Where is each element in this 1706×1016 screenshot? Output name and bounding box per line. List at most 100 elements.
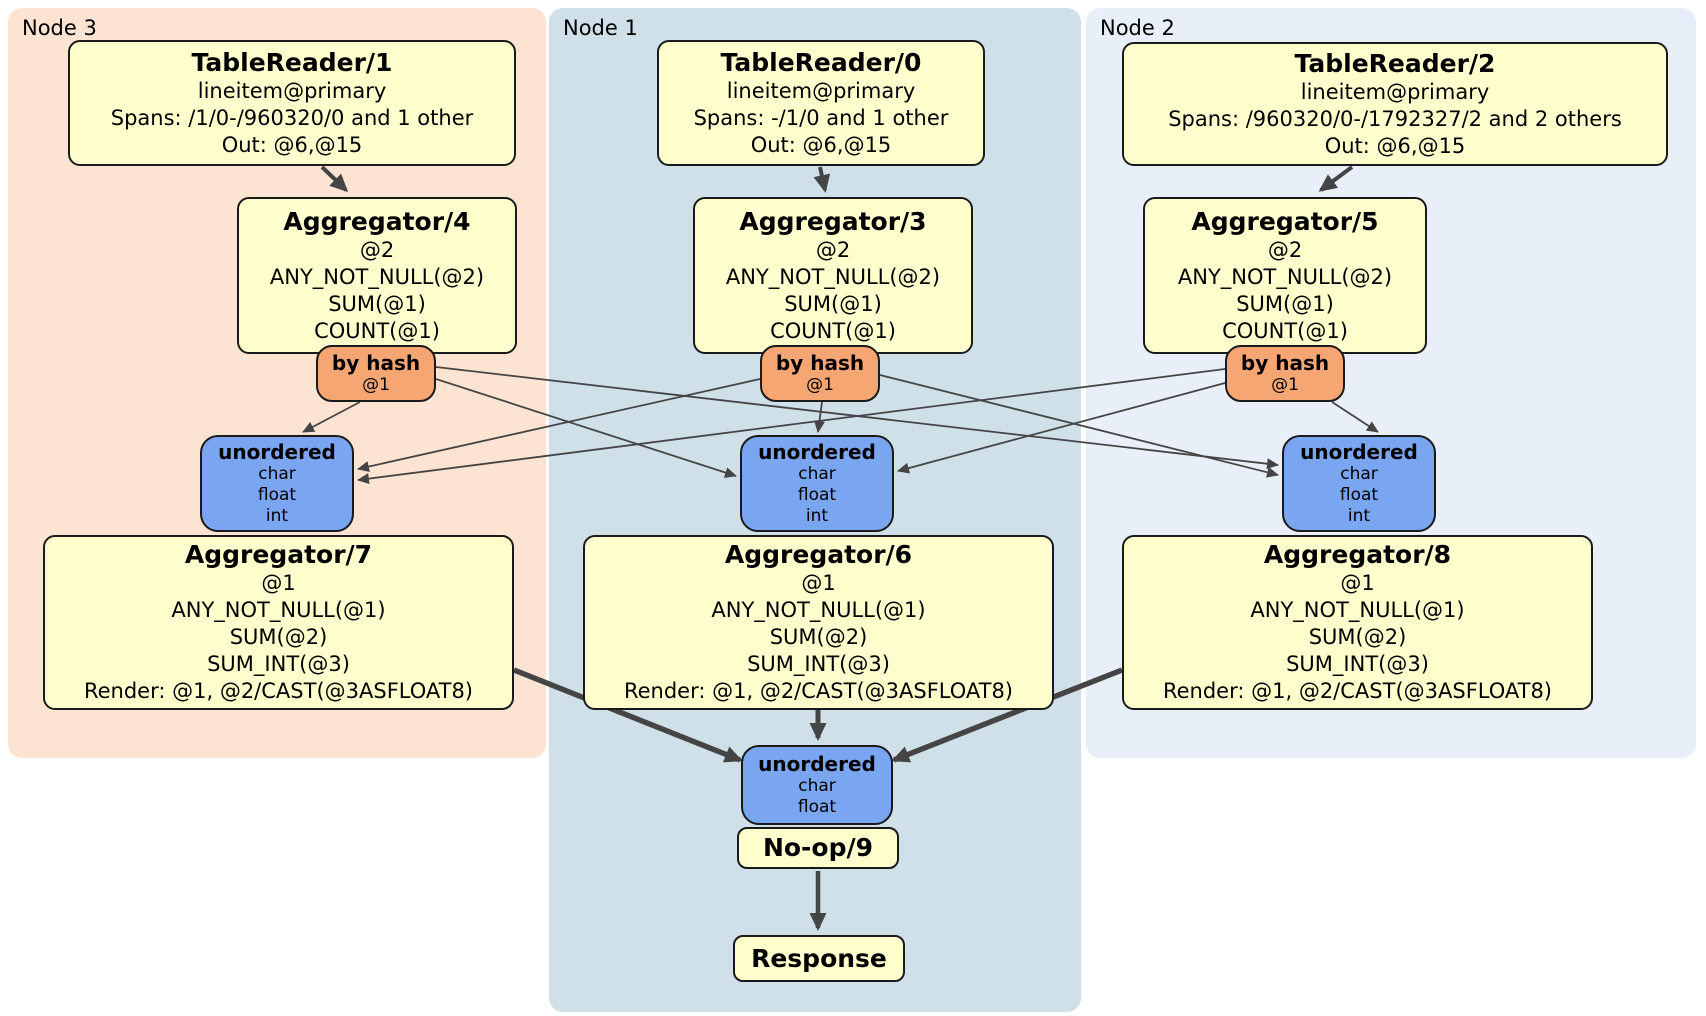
table-reader-0-box: TableReader/0 lineitem@primary Spans: -/… <box>657 40 985 166</box>
by-hash-router-title: by hash <box>1240 351 1330 375</box>
edge-tablereader0-aggregator3 <box>813 166 831 193</box>
aggregator-4-fn: SUM(@1) <box>328 291 426 316</box>
by-hash-router-title: by hash <box>775 351 865 375</box>
aggregator-3-title: Aggregator/3 <box>739 206 927 236</box>
aggregator-4-title: Aggregator/4 <box>283 206 471 236</box>
aggregator-5-title: Aggregator/5 <box>1191 206 1379 236</box>
aggregator-5-fn: SUM(@1) <box>1236 291 1334 316</box>
edge-router1-sync2 <box>879 374 1279 478</box>
response-box: Response <box>733 935 905 982</box>
table-reader-2-title: TableReader/2 <box>1294 48 1496 78</box>
aggregator-7-group: @1 <box>261 571 296 595</box>
unordered-sync-node3: unordered char float int <box>200 435 354 532</box>
table-reader-2-index: lineitem@primary <box>1300 79 1490 104</box>
aggregator-4-fn: COUNT(@1) <box>314 318 440 343</box>
table-reader-1-index: lineitem@primary <box>197 78 387 103</box>
aggregator-8-group: @1 <box>1340 571 1375 595</box>
aggregator-4-box: Aggregator/4 @2 ANY_NOT_NULL(@2) SUM(@1)… <box>237 197 517 354</box>
table-reader-0-title: TableReader/0 <box>720 47 922 77</box>
aggregator-4-group: @2 <box>359 237 395 262</box>
edge-router2-sync3 <box>357 368 1226 485</box>
noop-9-box: No-op/9 <box>737 827 899 869</box>
unordered-sync-title: unordered <box>218 440 336 464</box>
unordered-sync-node1: unordered char float int <box>740 435 894 532</box>
by-hash-router-node2: by hash @1 <box>1225 345 1345 402</box>
aggregator-6-fn: ANY_NOT_NULL(@1) <box>711 598 926 622</box>
table-reader-2-out: Out: @6,@15 <box>1324 133 1466 158</box>
aggregator-6-title: Aggregator/6 <box>724 540 913 569</box>
aggregator-7-title: Aggregator/7 <box>184 540 373 569</box>
table-reader-0-spans: Spans: -/1/0 and 1 other <box>693 105 949 130</box>
aggregator-8-title: Aggregator/8 <box>1263 540 1452 569</box>
table-reader-2-box: TableReader/2 lineitem@primary Spans: /9… <box>1122 42 1668 166</box>
unordered-sync-type: char <box>798 464 836 484</box>
table-reader-0-out: Out: @6,@15 <box>750 132 892 157</box>
aggregator-7-fn: ANY_NOT_NULL(@1) <box>171 598 386 622</box>
unordered-sync-type: float <box>797 797 837 817</box>
edge-tablereader2-aggregator5 <box>1318 165 1354 192</box>
node-1-label: Node 1 <box>563 16 638 40</box>
aggregator-7-fn: SUM_INT(@3) <box>207 652 350 676</box>
edge-router1-sync1 <box>814 401 825 433</box>
table-reader-0-index: lineitem@primary <box>726 78 916 103</box>
aggregator-3-box: Aggregator/3 @2 ANY_NOT_NULL(@2) SUM(@1)… <box>693 197 973 354</box>
by-hash-router-title: by hash <box>331 351 421 375</box>
table-reader-2-spans: Spans: /960320/0-/1792327/2 and 2 others <box>1168 106 1622 131</box>
table-reader-1-box: TableReader/1 lineitem@primary Spans: /1… <box>68 40 516 166</box>
edge-tablereader1-aggregator4 <box>320 165 349 193</box>
by-hash-router-node3: by hash @1 <box>316 345 436 402</box>
table-reader-1-spans: Spans: /1/0-/960320/0 and 1 other <box>110 105 474 130</box>
aggregator-3-fn: SUM(@1) <box>784 291 882 316</box>
by-hash-router-key: @1 <box>1271 375 1299 395</box>
node-3-label: Node 3 <box>22 16 97 40</box>
aggregator-6-fn: SUM_INT(@3) <box>747 652 890 676</box>
aggregator-8-fn: SUM(@2) <box>1308 625 1407 649</box>
response-title: Response <box>751 943 887 973</box>
aggregator-7-box: Aggregator/7 @1 ANY_NOT_NULL(@1) SUM(@2)… <box>43 535 514 710</box>
unordered-sync-type: float <box>797 485 837 505</box>
edge-aggregator8-finalsync <box>891 667 1124 763</box>
table-reader-1-out: Out: @6,@15 <box>221 132 363 157</box>
aggregator-6-box: Aggregator/6 @1 ANY_NOT_NULL(@1) SUM(@2)… <box>583 535 1054 710</box>
edge-router1-sync3 <box>357 378 761 472</box>
unordered-sync-title: unordered <box>1300 440 1418 464</box>
edge-router3-sync3 <box>302 401 361 433</box>
unordered-sync-type: int <box>805 506 829 526</box>
edge-aggregator7-finalsync <box>512 667 743 763</box>
aggregator-5-box: Aggregator/5 @2 ANY_NOT_NULL(@2) SUM(@1)… <box>1143 197 1427 354</box>
unordered-sync-type: int <box>265 506 289 526</box>
table-reader-1-title: TableReader/1 <box>191 47 393 77</box>
by-hash-router-node1: by hash @1 <box>760 345 880 402</box>
aggregator-5-fn: ANY_NOT_NULL(@2) <box>1177 264 1393 289</box>
aggregator-3-group: @2 <box>815 237 851 262</box>
aggregator-3-fn: COUNT(@1) <box>770 318 896 343</box>
noop-9-title: No-op/9 <box>762 833 874 862</box>
aggregator-7-fn: SUM(@2) <box>229 625 328 649</box>
unordered-sync-type: char <box>1340 464 1378 484</box>
aggregator-5-fn: COUNT(@1) <box>1222 318 1348 343</box>
unordered-sync-type: float <box>257 485 297 505</box>
by-hash-router-key: @1 <box>806 375 834 395</box>
edge-router2-sync2 <box>1331 401 1379 433</box>
unordered-sync-type: int <box>1347 506 1371 526</box>
unordered-sync-type: float <box>1339 485 1379 505</box>
aggregator-8-fn: ANY_NOT_NULL(@1) <box>1250 598 1465 622</box>
aggregator-6-group: @1 <box>801 571 836 595</box>
unordered-sync-node2: unordered char float int <box>1282 435 1436 532</box>
aggregator-6-render: Render: @1, @2/CAST(@3ASFLOAT8) <box>623 679 1014 703</box>
aggregator-5-group: @2 <box>1267 237 1303 262</box>
aggregator-4-fn: ANY_NOT_NULL(@2) <box>269 264 485 289</box>
aggregator-7-render: Render: @1, @2/CAST(@3ASFLOAT8) <box>83 679 474 703</box>
unordered-sync-final: unordered char float <box>741 745 893 825</box>
aggregator-6-fn: SUM(@2) <box>769 625 868 649</box>
edge-router2-sync1 <box>897 382 1226 474</box>
aggregator-3-fn: ANY_NOT_NULL(@2) <box>725 264 941 289</box>
unordered-sync-type: char <box>258 464 296 484</box>
edge-router3-sync1 <box>435 378 737 478</box>
unordered-sync-title: unordered <box>758 440 876 464</box>
by-hash-router-key: @1 <box>362 375 390 395</box>
aggregator-8-render: Render: @1, @2/CAST(@3ASFLOAT8) <box>1162 679 1553 703</box>
aggregator-8-fn: SUM_INT(@3) <box>1286 652 1429 676</box>
